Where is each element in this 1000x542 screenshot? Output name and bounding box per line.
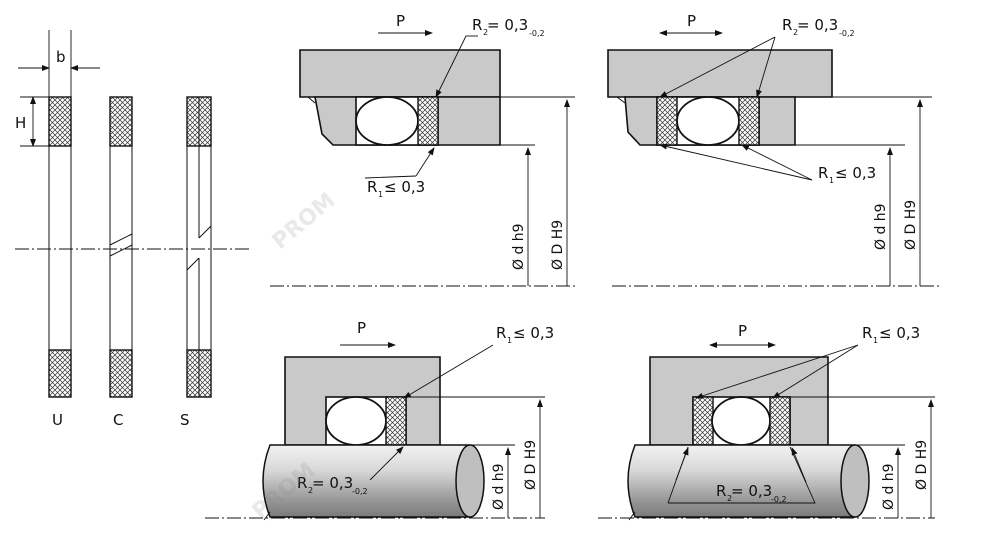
diagram-bore-single-acting: Ø d h9 Ø D H9 P R 2 = 0,3 -0,2 R 1 ≤ 0,3 <box>270 12 575 287</box>
tr-r1-letter: R <box>818 164 828 182</box>
tr-r2-value: = 0,3 <box>797 16 838 34</box>
tr-r1-value: ≤ 0,3 <box>835 164 876 182</box>
br-r2-sub: 2 <box>727 494 732 503</box>
tr-r2-tol: -0,2 <box>839 29 855 38</box>
tr-D-label: Ø D H9 <box>903 200 919 250</box>
tm-r2-tol: -0,2 <box>529 29 545 38</box>
tm-r2-value: = 0,3 <box>487 16 528 34</box>
bm-r1-value: ≤ 0,3 <box>513 324 554 342</box>
diagram-rod-single-acting: Ø d h9 Ø D H9 P R 1 ≤ 0,3 R 2 = 0,3 -0,2 <box>205 319 554 521</box>
br-r1-value: ≤ 0,3 <box>879 324 920 342</box>
br-r2-tol: -0,2 <box>771 495 787 504</box>
tm-D-label: Ø D H9 <box>550 220 566 270</box>
bm-r2-letter: R <box>297 474 307 492</box>
profile-c-label: C <box>113 411 123 429</box>
tm-r1-sub: 1 <box>378 190 383 199</box>
tm-r1-letter: R <box>367 178 377 196</box>
svg-text:PROM: PROM <box>268 188 341 255</box>
br-r2-value: = 0,3 <box>731 482 772 500</box>
br-D-label: Ø D H9 <box>914 440 930 490</box>
br-r1-letter: R <box>862 324 872 342</box>
bm-r1-sub: 1 <box>507 336 512 345</box>
tr-pressure-label: P <box>687 12 696 30</box>
profile-c <box>109 96 133 398</box>
profile-s-label: S <box>180 411 190 429</box>
br-r1-sub: 1 <box>873 336 878 345</box>
bm-D-label: Ø D H9 <box>523 440 539 490</box>
tm-r2-sub: 2 <box>483 28 488 37</box>
tm-r2-letter: R <box>472 16 482 34</box>
tr-r2-letter: R <box>782 16 792 34</box>
profile-s <box>186 96 212 398</box>
profile-u-label: U <box>52 411 63 429</box>
tm-r1-value: ≤ 0,3 <box>384 178 425 196</box>
bm-r2-tol: -0,2 <box>352 487 368 496</box>
br-r2-letter: R <box>716 482 726 500</box>
backup-ring-profiles: b H <box>15 30 250 429</box>
diagram-bore-double-acting: Ø d h9 Ø D H9 P R 2 = 0,3 -0,2 R 1 ≤ 0,3 <box>607 12 940 287</box>
bm-pressure-label: P <box>357 319 366 337</box>
tr-d-label: Ø d h9 <box>873 203 889 250</box>
bm-d-label: Ø d h9 <box>491 463 507 510</box>
bm-r2-value: = 0,3 <box>312 474 353 492</box>
bm-r2-sub: 2 <box>308 486 313 495</box>
height-label: H <box>15 114 26 132</box>
tm-d-label: Ø d h9 <box>511 223 527 270</box>
diagram-rod-double-acting: Ø d h9 Ø D H9 P R 1 ≤ 0,3 R 2 = 0,3 -0,2 <box>598 322 935 521</box>
bm-r1-letter: R <box>496 324 506 342</box>
tm-pressure-label: P <box>396 12 405 30</box>
profile-u <box>48 96 72 398</box>
tr-r2-sub: 2 <box>793 28 798 37</box>
width-label: b <box>56 48 66 66</box>
br-d-label: Ø d h9 <box>881 463 897 510</box>
br-pressure-label: P <box>738 322 747 340</box>
tr-r1-sub: 1 <box>829 176 834 185</box>
